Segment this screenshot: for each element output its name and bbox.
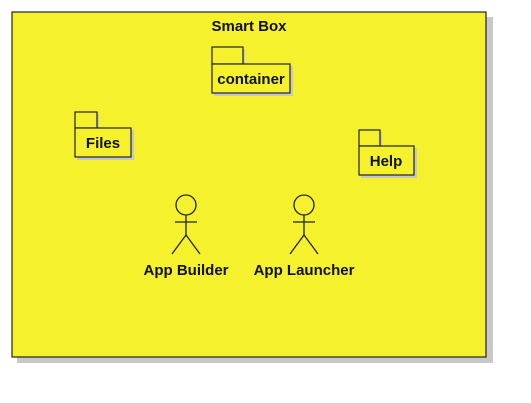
package-body [211, 63, 291, 94]
actor-app-launcher[interactable]: App Launcher [254, 194, 355, 279]
boundary-title: Smart Box [211, 18, 287, 35]
package-tab [74, 111, 98, 129]
package-label-files: Files [86, 135, 120, 152]
package-tab [358, 129, 381, 147]
package-body [358, 145, 415, 176]
package-files[interactable]: Files [74, 111, 134, 160]
package-label-help: Help [370, 153, 403, 170]
actor-app-builder[interactable]: App Builder [144, 194, 229, 279]
package-body [74, 127, 132, 158]
actor-label-app-launcher: App Launcher [254, 262, 355, 279]
package-tab [211, 46, 244, 65]
stick-figure-icon [171, 194, 201, 255]
stick-figure-icon [289, 194, 319, 255]
package-help[interactable]: Help [358, 129, 417, 178]
package-label-container: container [217, 71, 285, 88]
actor-label-app-builder: App Builder [144, 262, 229, 279]
package-container[interactable]: container [211, 46, 293, 96]
